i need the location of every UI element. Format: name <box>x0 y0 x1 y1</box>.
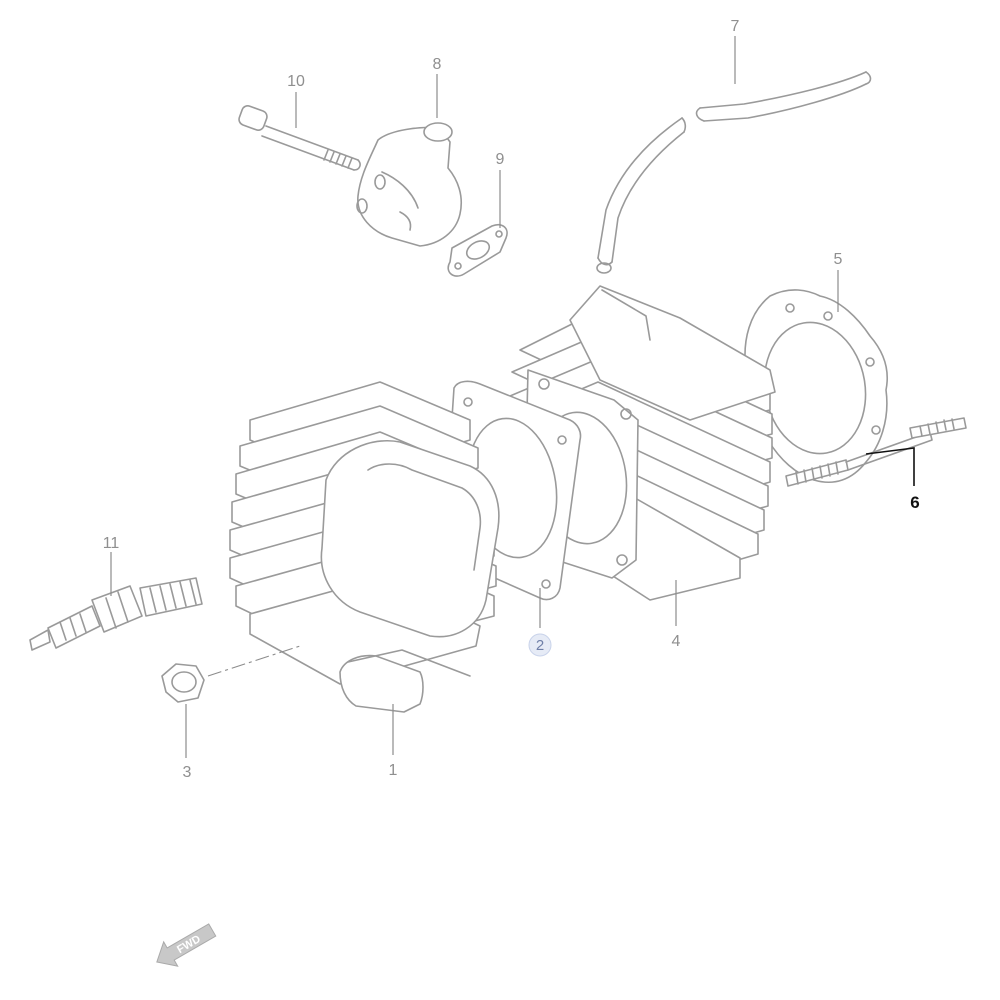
callout-2-highlight <box>528 633 552 657</box>
callout-8[interactable]: 8 <box>433 56 442 73</box>
callouts: 1 2 3 4 5 6 7 8 9 10 11 <box>103 18 920 781</box>
direction-badge-label: FWD <box>175 933 203 956</box>
callout-6[interactable]: 6 <box>910 493 919 512</box>
callout-4[interactable]: 4 <box>672 633 681 650</box>
callout-2[interactable]: 2 <box>536 637 544 654</box>
callout-1[interactable]: 1 <box>389 762 398 779</box>
part-8-elbow[interactable] <box>356 122 463 247</box>
callout-9[interactable]: 9 <box>496 151 505 168</box>
part-9-gasket[interactable] <box>447 223 508 277</box>
forward-arrow-icon: FWD <box>156 923 217 967</box>
part-6-stud[interactable] <box>785 417 967 487</box>
callout-11[interactable]: 11 <box>103 535 120 552</box>
callout-3[interactable]: 3 <box>183 764 192 781</box>
assembly-centerline <box>207 645 301 677</box>
part-7-hose[interactable] <box>596 71 872 274</box>
part-11-spark-plug[interactable] <box>29 577 203 651</box>
part-5-base-gasket[interactable] <box>744 289 888 484</box>
callout-10[interactable]: 10 <box>287 73 305 90</box>
callout-7[interactable]: 7 <box>731 18 740 35</box>
part-1-cylinder-head[interactable] <box>229 381 500 713</box>
part-10-bolt[interactable] <box>237 104 361 171</box>
leader-lines <box>110 36 915 758</box>
part-3-nut[interactable] <box>161 663 205 703</box>
callout-5[interactable]: 5 <box>834 251 843 268</box>
